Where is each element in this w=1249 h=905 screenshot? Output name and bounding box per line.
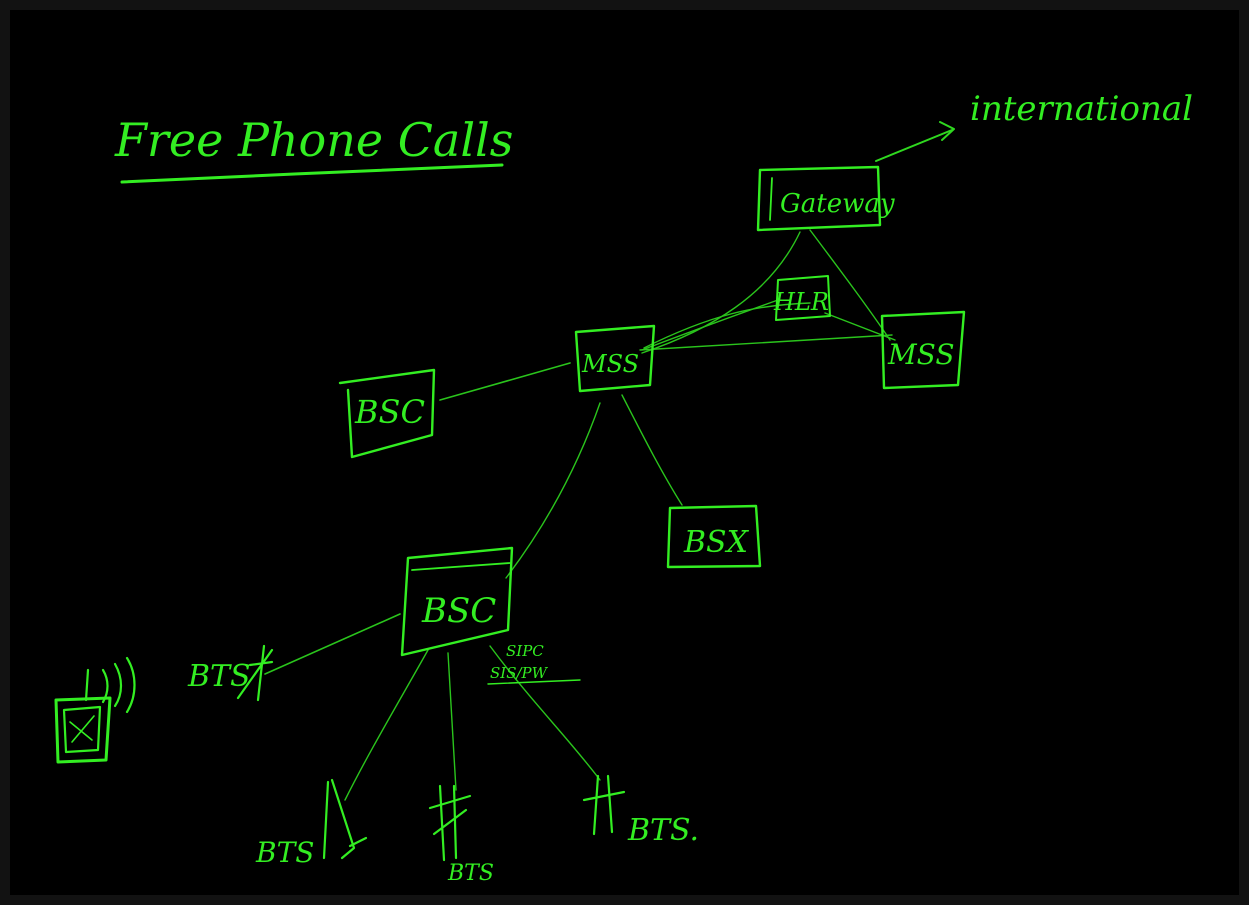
link-gateway-international (875, 129, 953, 162)
bts-tower-icon (428, 784, 472, 862)
international-label: international (970, 89, 1193, 129)
arrow-head-international (939, 121, 955, 141)
bsc-upper-node: BSC (338, 368, 436, 459)
mss-main-label: MSS (581, 350, 639, 378)
bsx-label: BSX (683, 525, 750, 560)
mobile-phone-icon (54, 668, 112, 764)
link-mss-mss-remote (639, 334, 893, 351)
bts-tower-icon (236, 644, 274, 702)
link-bsc-bts-3 (489, 645, 601, 781)
hlr-label: HLR (773, 288, 829, 316)
bsc-main-box-top (411, 562, 511, 571)
link-mss-bsx (621, 394, 683, 506)
bts-bottom-3-node: BTS. (582, 774, 699, 848)
bts-bottom-1-label: BTS (255, 836, 314, 869)
sip-line-2: SIS/PW (490, 664, 549, 682)
bts-tower-icon (322, 778, 368, 860)
bsc-main-label: BSC (421, 591, 496, 631)
sip-annotation: SIPC SIS/PW (487, 642, 581, 685)
mss-main-node: MSS (574, 324, 656, 393)
bsc-main-node: BSC (400, 546, 514, 657)
sip-line-1: SIPC (506, 642, 544, 660)
link-bsc-bts-1 (344, 649, 429, 801)
gateway-box (756, 165, 882, 232)
network-diagram: Free Phone Calls Gateway international H… (54, 89, 1193, 886)
link-mss-hlr-2 (643, 302, 811, 349)
bsc-upper-box (338, 368, 436, 459)
gateway-box-inner-stroke (769, 177, 773, 221)
bts-tower-icon (582, 774, 626, 836)
hlr-box (775, 275, 831, 321)
link-bsc-bts-left (264, 613, 401, 675)
bts-bottom-2-node: BTS (428, 784, 494, 886)
mss-remote-label: MSS (887, 338, 955, 371)
bts-bottom-1-node: BTS (255, 778, 368, 869)
bsc-main-box (400, 546, 514, 657)
title-text: Free Phone Calls (114, 113, 513, 167)
hlr-node: HLR (773, 275, 831, 321)
bsc-upper-label: BSC (354, 393, 425, 431)
gateway-label: Gateway (780, 189, 895, 219)
gateway-node: Gateway (756, 165, 895, 232)
mss-remote-box (880, 310, 966, 390)
link-mss-bsc-main (505, 402, 601, 579)
blackboard: Free Phone Calls Gateway international H… (10, 10, 1239, 895)
bts-left-node: BTS (187, 644, 274, 702)
sip-underline (487, 679, 581, 685)
bsx-node: BSX (666, 504, 762, 569)
bts-bottom-2-label: BTS (447, 861, 494, 886)
mss-main-box (574, 324, 656, 393)
link-gateway-mss-main (641, 231, 801, 354)
link-bsc-upper-mss (439, 362, 571, 401)
bts-left-label: BTS (187, 659, 251, 694)
link-bsc-bts-2 (447, 652, 457, 791)
bts-bottom-3-label: BTS. (627, 813, 699, 848)
connections (264, 121, 955, 801)
link-gateway-mss-remote (809, 229, 891, 341)
title-underline (120, 163, 504, 184)
bsx-box (666, 504, 762, 569)
mss-remote-node: MSS (880, 310, 966, 390)
signal-waves-icon (101, 656, 136, 714)
link-mss-hlr (641, 299, 779, 351)
